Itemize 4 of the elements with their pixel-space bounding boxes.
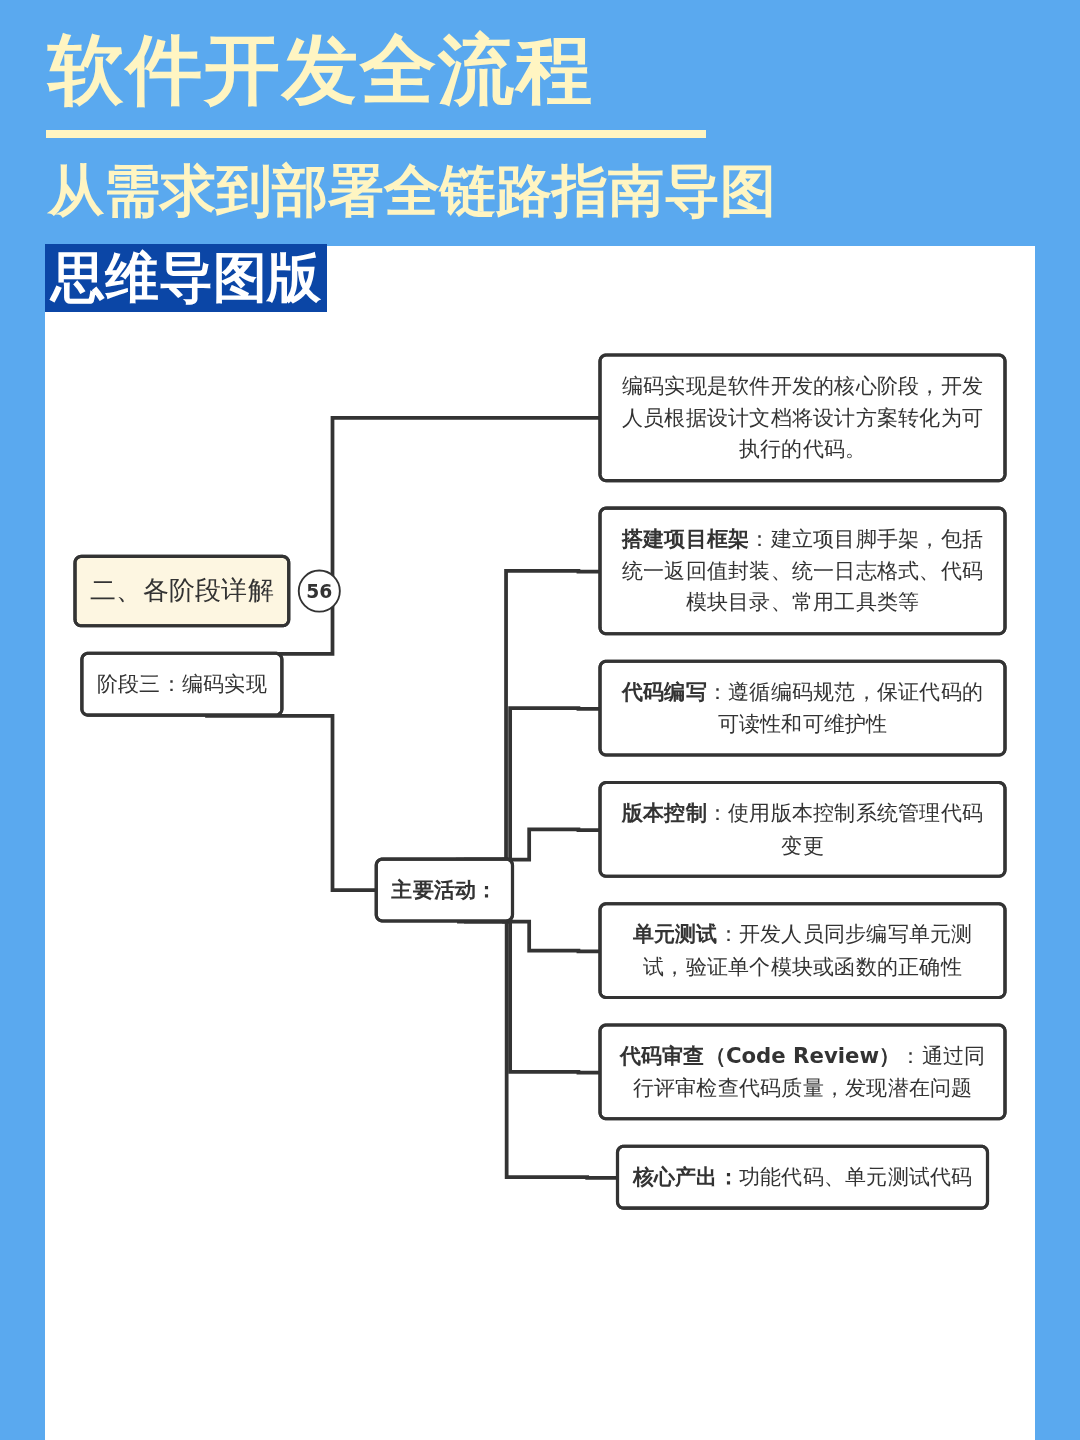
subtitle: 从需求到部署全链路指南导图 — [48, 157, 776, 225]
heading-tag: 思维导图版 — [45, 244, 327, 312]
title: 软件开发全流程 — [48, 24, 594, 116]
circled-number: 56 — [297, 569, 341, 613]
